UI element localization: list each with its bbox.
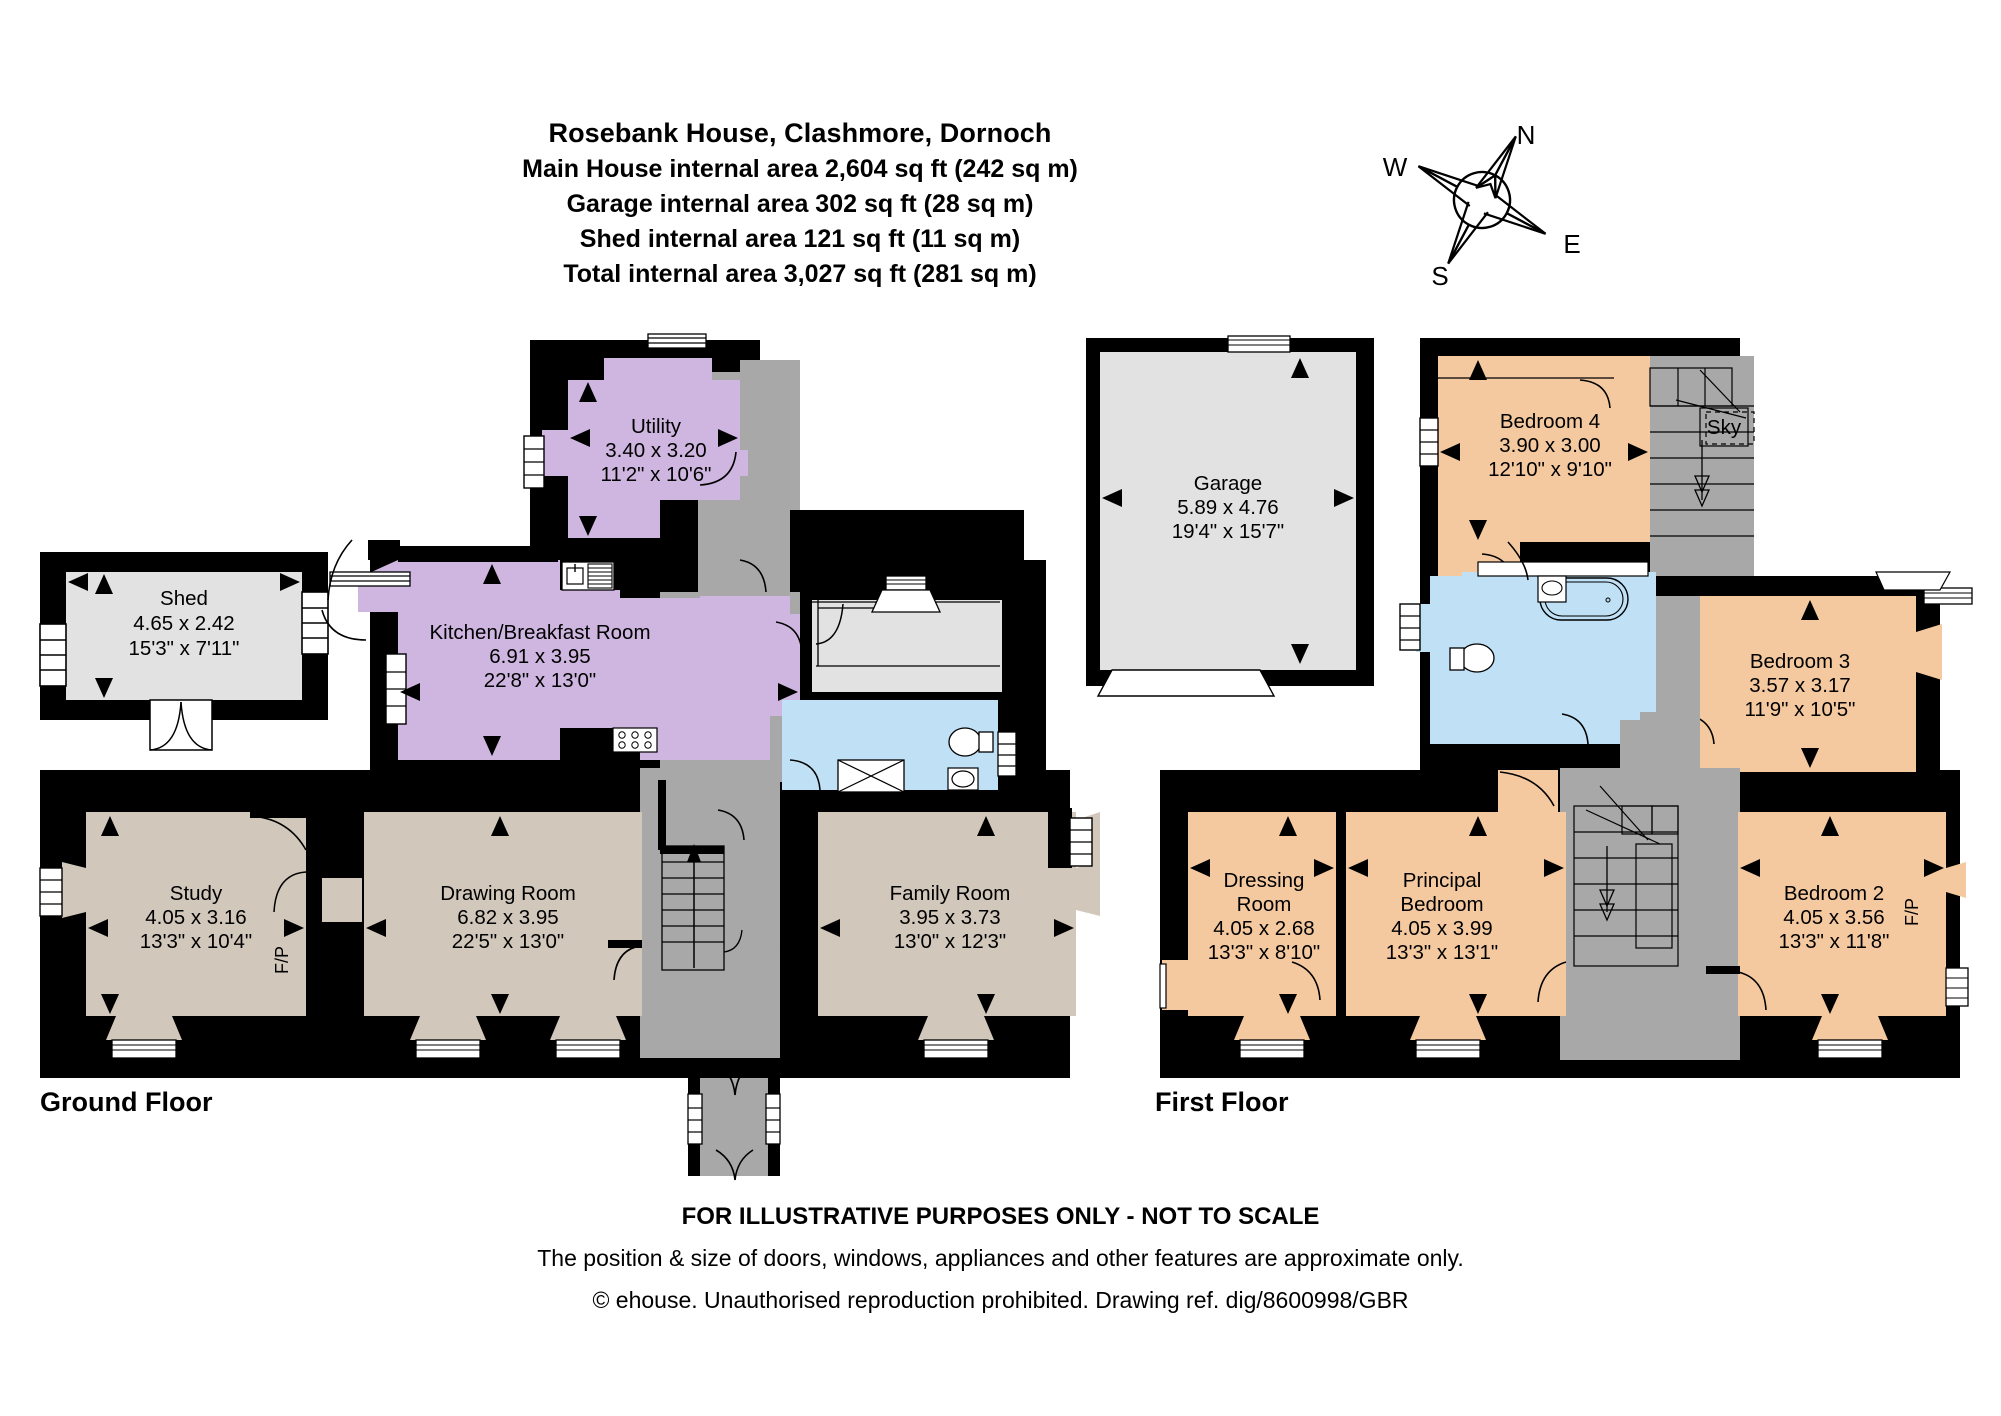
room-label-utility: Utility	[631, 415, 682, 438]
first-floor-plan: Bedroom 4 3.90 x 3.00 12'10" x 9'10"	[1159, 338, 1973, 1078]
room-label-principal-line1: Principal	[1403, 869, 1482, 892]
room-label-principal-line2: Bedroom	[1400, 893, 1483, 916]
room-label-dressing-line2: Room	[1237, 893, 1292, 916]
area-total: Total internal area 3,027 sq ft (281 sq …	[563, 260, 1037, 288]
area-garage: Garage internal area 302 sq ft (28 sq m)	[566, 190, 1034, 218]
room-imperial-study: 13'3" x 10'4"	[140, 930, 252, 953]
room-imperial-bedroom2: 13'3" x 11'8"	[1779, 930, 1890, 953]
room-metric-drawing: 6.82 x 3.95	[457, 906, 558, 929]
shed-block: Shed 4.65 x 2.42 15'3" x 7'11"	[39, 552, 329, 751]
room-metric-utility: 3.40 x 3.20	[605, 439, 706, 462]
room-metric-bedroom2: 4.05 x 3.56	[1783, 906, 1884, 929]
room-imperial-shed: 15'3" x 7'11"	[129, 637, 240, 660]
room-label-family: Family Room	[890, 882, 1011, 905]
ground-floor-label: Ground Floor	[40, 1087, 213, 1117]
compass-label-s: S	[1431, 261, 1448, 291]
room-label-garage: Garage	[1194, 472, 1262, 495]
room-metric-principal: 4.05 x 3.99	[1391, 917, 1492, 940]
room-metric-garage: 5.89 x 4.76	[1177, 496, 1278, 519]
room-imperial-bedroom3: 11'9" x 10'5"	[1745, 698, 1856, 721]
room-label-study: Study	[170, 882, 223, 905]
room-label-bedroom3: Bedroom 3	[1750, 650, 1850, 673]
footer-note: The position & size of doors, windows, a…	[537, 1245, 1464, 1271]
first-floor-label: First Floor	[1155, 1087, 1289, 1117]
first-floor-staircase-landing	[1573, 785, 1679, 967]
room-metric-bedroom4: 3.90 x 3.00	[1499, 434, 1600, 457]
room-metric-study: 4.05 x 3.16	[145, 906, 246, 929]
room-label-drawing: Drawing Room	[440, 882, 576, 905]
room-label-kitchen: Kitchen/Breakfast Room	[429, 621, 650, 644]
room-metric-dressing: 4.05 x 2.68	[1213, 917, 1314, 940]
room-imperial-kitchen: 22'8" x 13'0"	[484, 669, 596, 692]
compass-rose	[1417, 135, 1547, 265]
compass-label-w: W	[1383, 152, 1408, 182]
room-imperial-garage: 19'4" x 15'7"	[1172, 520, 1284, 543]
compass-label-e: E	[1563, 229, 1580, 259]
room-metric-kitchen: 6.91 x 3.95	[489, 645, 590, 668]
ground-staircase	[658, 780, 743, 971]
room-label-bedroom2: Bedroom 2	[1784, 882, 1884, 905]
area-main-house: Main House internal area 2,604 sq ft (24…	[522, 155, 1078, 183]
area-shed: Shed internal area 121 sq ft (11 sq m)	[579, 225, 1021, 253]
ground-floor-plan: Utility 3.40 x 3.20 11'2" x 10'6"	[39, 333, 1100, 1181]
footer-disclaimer: FOR ILLUSTRATIVE PURPOSES ONLY - NOT TO …	[681, 1203, 1320, 1230]
room-metric-bedroom3: 3.57 x 3.17	[1749, 674, 1850, 697]
first-floor-staircase-top: Sky	[1649, 356, 1755, 576]
room-label-bedroom4: Bedroom 4	[1500, 410, 1600, 433]
garage-block: Garage 5.89 x 4.76 19'4" x 15'7"	[1086, 335, 1374, 697]
fireplace-label-ground: F/P	[272, 946, 292, 974]
room-imperial-utility: 11'2" x 10'6"	[601, 463, 712, 486]
footer-copyright: © ehouse. Unauthorised reproduction proh…	[592, 1287, 1409, 1313]
page-title: Rosebank House, Clashmore, Dornoch	[548, 118, 1052, 148]
room-imperial-principal: 13'3" x 13'1"	[1386, 941, 1498, 964]
room-imperial-family: 13'0" x 12'3"	[894, 930, 1006, 953]
room-imperial-dressing: 13'3" x 8'10"	[1208, 941, 1320, 964]
room-label-shed: Shed	[160, 587, 208, 610]
skylight-label: Sky	[1707, 416, 1742, 439]
room-metric-shed: 4.65 x 2.42	[133, 612, 234, 635]
room-imperial-drawing: 22'5" x 13'0"	[452, 930, 564, 953]
room-label-dressing-line1: Dressing	[1224, 869, 1305, 892]
room-imperial-bedroom4: 12'10" x 9'10"	[1488, 458, 1612, 481]
compass-label-n: N	[1517, 120, 1536, 150]
room-metric-family: 3.95 x 3.73	[899, 906, 1000, 929]
fireplace-label-bedroom2: F/P	[1902, 898, 1922, 926]
